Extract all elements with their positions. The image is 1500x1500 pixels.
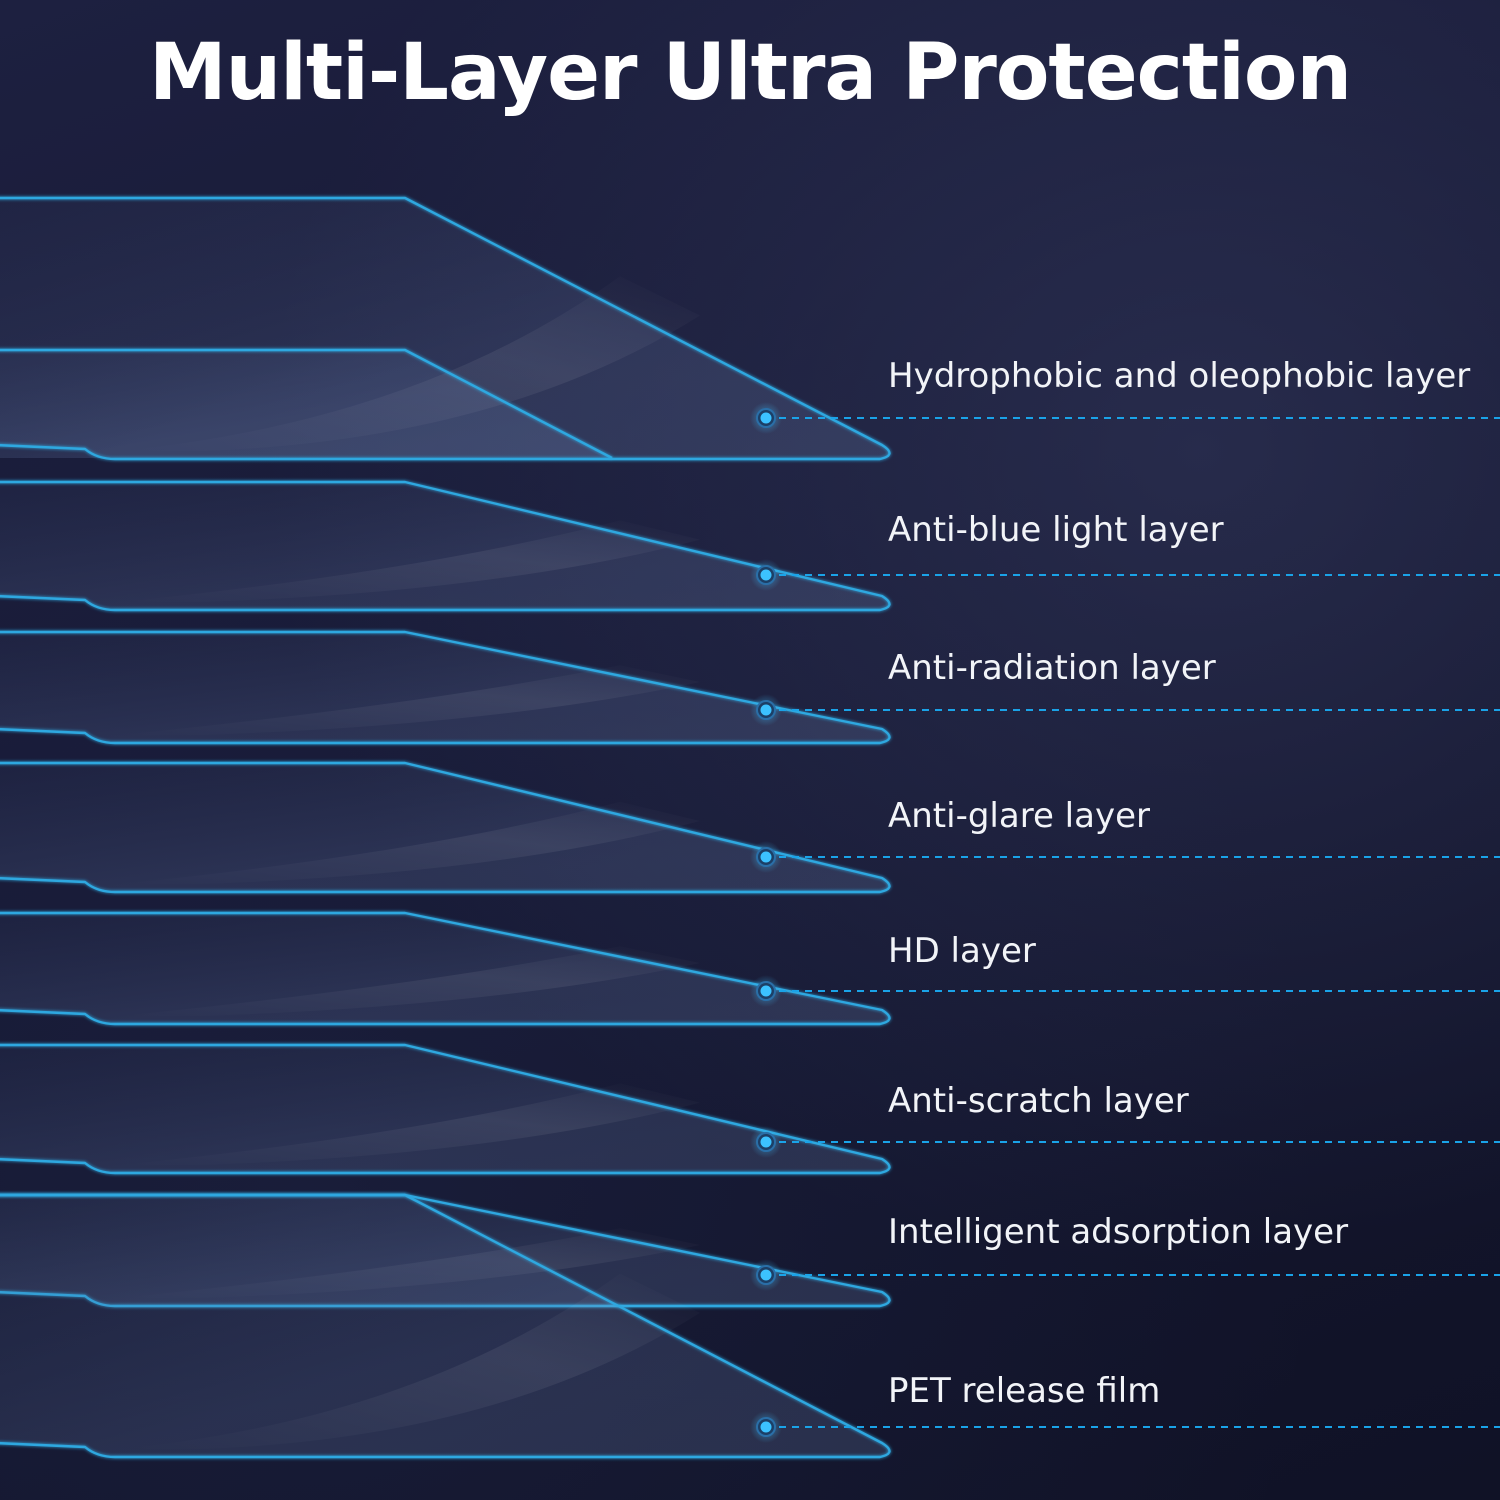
layer-sheet-outline — [0, 1193, 891, 1459]
layer-sheet-fill — [0, 632, 890, 743]
layer-marker-dot — [760, 1421, 772, 1433]
layer-sheet-glare — [120, 520, 700, 602]
layer-label: HD layer — [888, 931, 1036, 971]
layer-sheet-fill — [0, 482, 890, 610]
layer-sheet-glare — [120, 276, 700, 451]
layer-marker-dot — [760, 985, 772, 997]
layer-label: Intelligent adsorption layer — [888, 1212, 1349, 1252]
layer-sheet-outline — [0, 761, 891, 894]
layer-marker-dot — [760, 704, 772, 716]
layer-label: Anti-radiation layer — [888, 648, 1216, 688]
layer-marker-dot — [760, 1136, 772, 1148]
layer-sheet-outline — [0, 196, 891, 461]
layer-connectors — [750, 402, 1500, 1443]
layer-sheet-outline — [0, 630, 891, 745]
layer-marker-dot — [760, 1269, 772, 1281]
layer-sheet-outline — [0, 348, 613, 460]
layer-sheet-glare — [120, 665, 700, 735]
layer-sheet-outline — [0, 480, 891, 612]
layer-marker-dot — [760, 412, 772, 424]
layer-sheet-fill — [0, 763, 890, 892]
layer-sheet-glare — [120, 946, 700, 1016]
layer-sheets — [0, 196, 891, 1459]
layer-sheet-glare — [120, 1083, 700, 1165]
layer-marker-dot — [760, 569, 772, 581]
layer-sheet-fill — [0, 913, 890, 1024]
layer-label: Anti-blue light layer — [888, 510, 1224, 550]
layer-label: Hydrophobic and oleophobic layer — [888, 356, 1471, 396]
layer-sheet-glare — [120, 1228, 700, 1298]
layer-sheet-outline — [0, 1043, 891, 1175]
layer-label: Anti-scratch layer — [888, 1081, 1189, 1121]
layer-sheet-glare — [120, 801, 700, 884]
layer-label: PET release film — [888, 1371, 1161, 1411]
layer-sheet-fill — [0, 1195, 890, 1457]
layer-label: Anti-glare layer — [888, 796, 1150, 836]
layer-sheet-outline — [0, 911, 891, 1026]
layer-sheet-fill — [0, 1045, 890, 1173]
layer-sheet-glare — [120, 1273, 700, 1449]
page-title: Multi-Layer Ultra Protection — [149, 28, 1352, 118]
layer-sheet-fill — [0, 198, 890, 459]
layer-marker-dot — [760, 851, 772, 863]
